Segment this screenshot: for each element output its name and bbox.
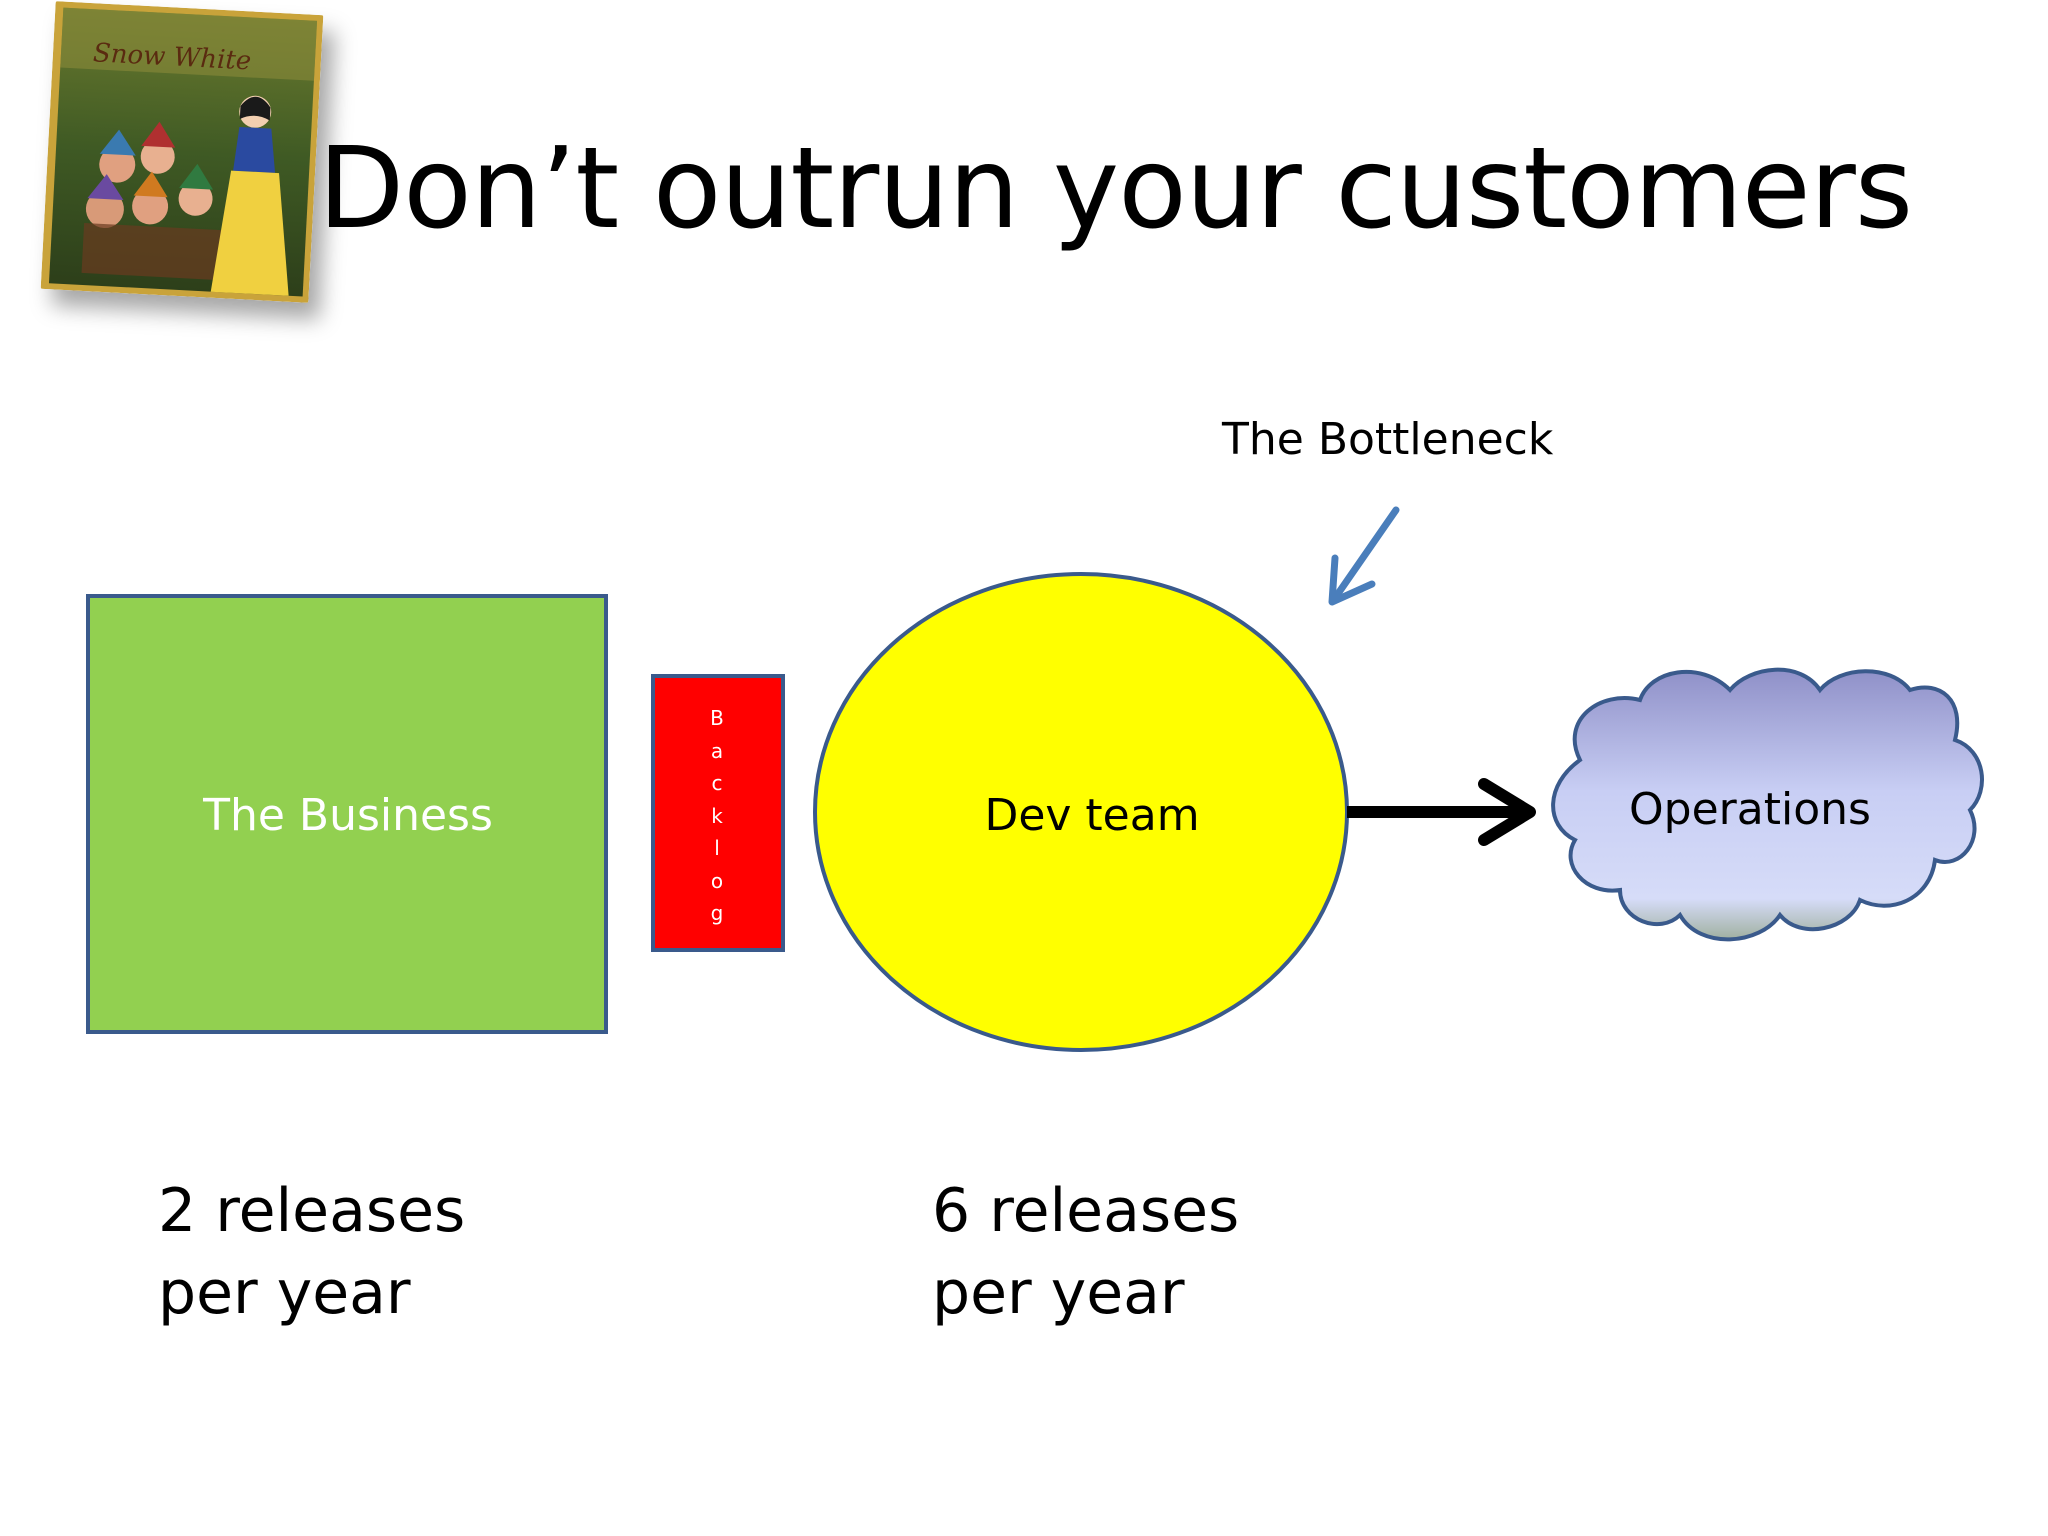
operations-cloud <box>1551 667 1984 942</box>
backlog-letter: o <box>710 868 724 893</box>
business-label: The Business <box>203 790 493 841</box>
dev-team-label: Dev team <box>984 790 1200 841</box>
bottleneck-pointer-arrow <box>1328 506 1400 606</box>
dev-release-line1: 6 releases <box>932 1176 1240 1246</box>
backlog-letter: g <box>710 901 724 925</box>
backlog-letter: l <box>714 836 720 860</box>
slide-title: Don’t outrun your customers <box>318 124 1913 254</box>
book-cover-icon: Snow White <box>40 1 324 303</box>
dev-release-stat: 6 releases per year <box>932 1170 1239 1334</box>
backlog-letter: B <box>710 706 724 730</box>
bottleneck-label: The Bottleneck <box>1222 414 1554 465</box>
backlog-letter: a <box>710 738 724 763</box>
backlog-box <box>651 674 785 952</box>
dev-release-line2: per year <box>932 1258 1185 1328</box>
operations-label: Operations <box>1629 784 1871 835</box>
business-release-line2: per year <box>158 1258 411 1328</box>
book-cover-image: Snow White <box>40 1 324 303</box>
business-release-stat: 2 releases per year <box>158 1170 465 1334</box>
business-release-line1: 2 releases <box>158 1176 466 1246</box>
backlog-letter: k <box>711 803 723 828</box>
connector-arrow <box>1347 778 1536 846</box>
business-box <box>86 594 608 1034</box>
backlog-label: B a c k l o g <box>652 702 782 930</box>
backlog-letter: c <box>711 771 723 795</box>
